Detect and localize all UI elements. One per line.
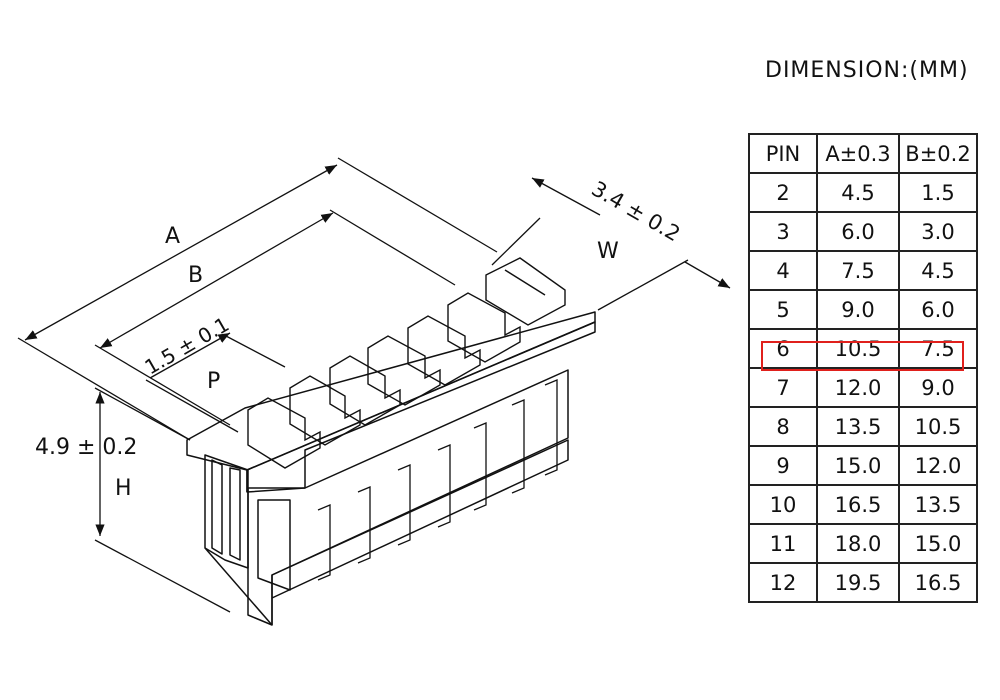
cell-b: 13.5	[898, 484, 978, 525]
cell-a: 4.5	[816, 172, 900, 213]
cell-b: 4.5	[898, 250, 978, 291]
cell-b: 10.5	[898, 406, 978, 447]
dim-h-label: H	[115, 476, 132, 501]
dim-h-tolerance: 4.9 ± 0.2	[35, 435, 137, 460]
dim-a-label: A	[165, 224, 180, 249]
pin-contacts	[247, 257, 566, 469]
cell-a: 16.5	[816, 484, 900, 525]
cell-pin: 12	[748, 562, 818, 603]
cell-pin: 11	[748, 523, 818, 564]
cell-a: 19.5	[816, 562, 900, 603]
cell-pin: 8	[748, 406, 818, 447]
dim-w-tolerance: 3.4 ± 0.2	[588, 177, 685, 247]
connector-legs	[317, 379, 558, 581]
cell-a: 7.5	[816, 250, 900, 291]
cell-pin: 10	[748, 484, 818, 525]
cell-b: 9.0	[898, 367, 978, 408]
cell-pin: 3	[748, 211, 818, 252]
cell-b: 15.0	[898, 523, 978, 564]
header-a: A±0.3	[816, 133, 900, 174]
cell-a: 9.0	[816, 289, 900, 330]
cell-a: 12.0	[816, 367, 900, 408]
cell-pin: 4	[748, 250, 818, 291]
cell-b: 6.0	[898, 289, 978, 330]
cell-b: 3.0	[898, 211, 978, 252]
connector-body	[186, 311, 596, 626]
cell-pin: 7	[748, 367, 818, 408]
highlight-box	[761, 341, 964, 371]
cell-b: 16.5	[898, 562, 978, 603]
table-header-row: PIN A±0.3 B±0.2	[748, 133, 978, 174]
cell-a: 10.5	[816, 328, 900, 369]
dimension-lines	[17, 157, 731, 613]
cell-b: 1.5	[898, 172, 978, 213]
cell-b: 7.5	[898, 328, 978, 369]
cell-a: 15.0	[816, 445, 900, 486]
cell-pin: 5	[748, 289, 818, 330]
cell-pin: 2	[748, 172, 818, 213]
cell-a: 13.5	[816, 406, 900, 447]
dimension-title: DIMENSION:(MM)	[765, 58, 969, 83]
header-b: B±0.2	[898, 133, 978, 174]
cell-b: 12.0	[898, 445, 978, 486]
cell-a: 6.0	[816, 211, 900, 252]
cell-a: 18.0	[816, 523, 900, 564]
header-pin: PIN	[748, 133, 818, 174]
dim-w-label: W	[597, 239, 619, 264]
dim-p-label: P	[207, 369, 220, 394]
dim-b-label: B	[188, 263, 203, 288]
cell-pin: 9	[748, 445, 818, 486]
